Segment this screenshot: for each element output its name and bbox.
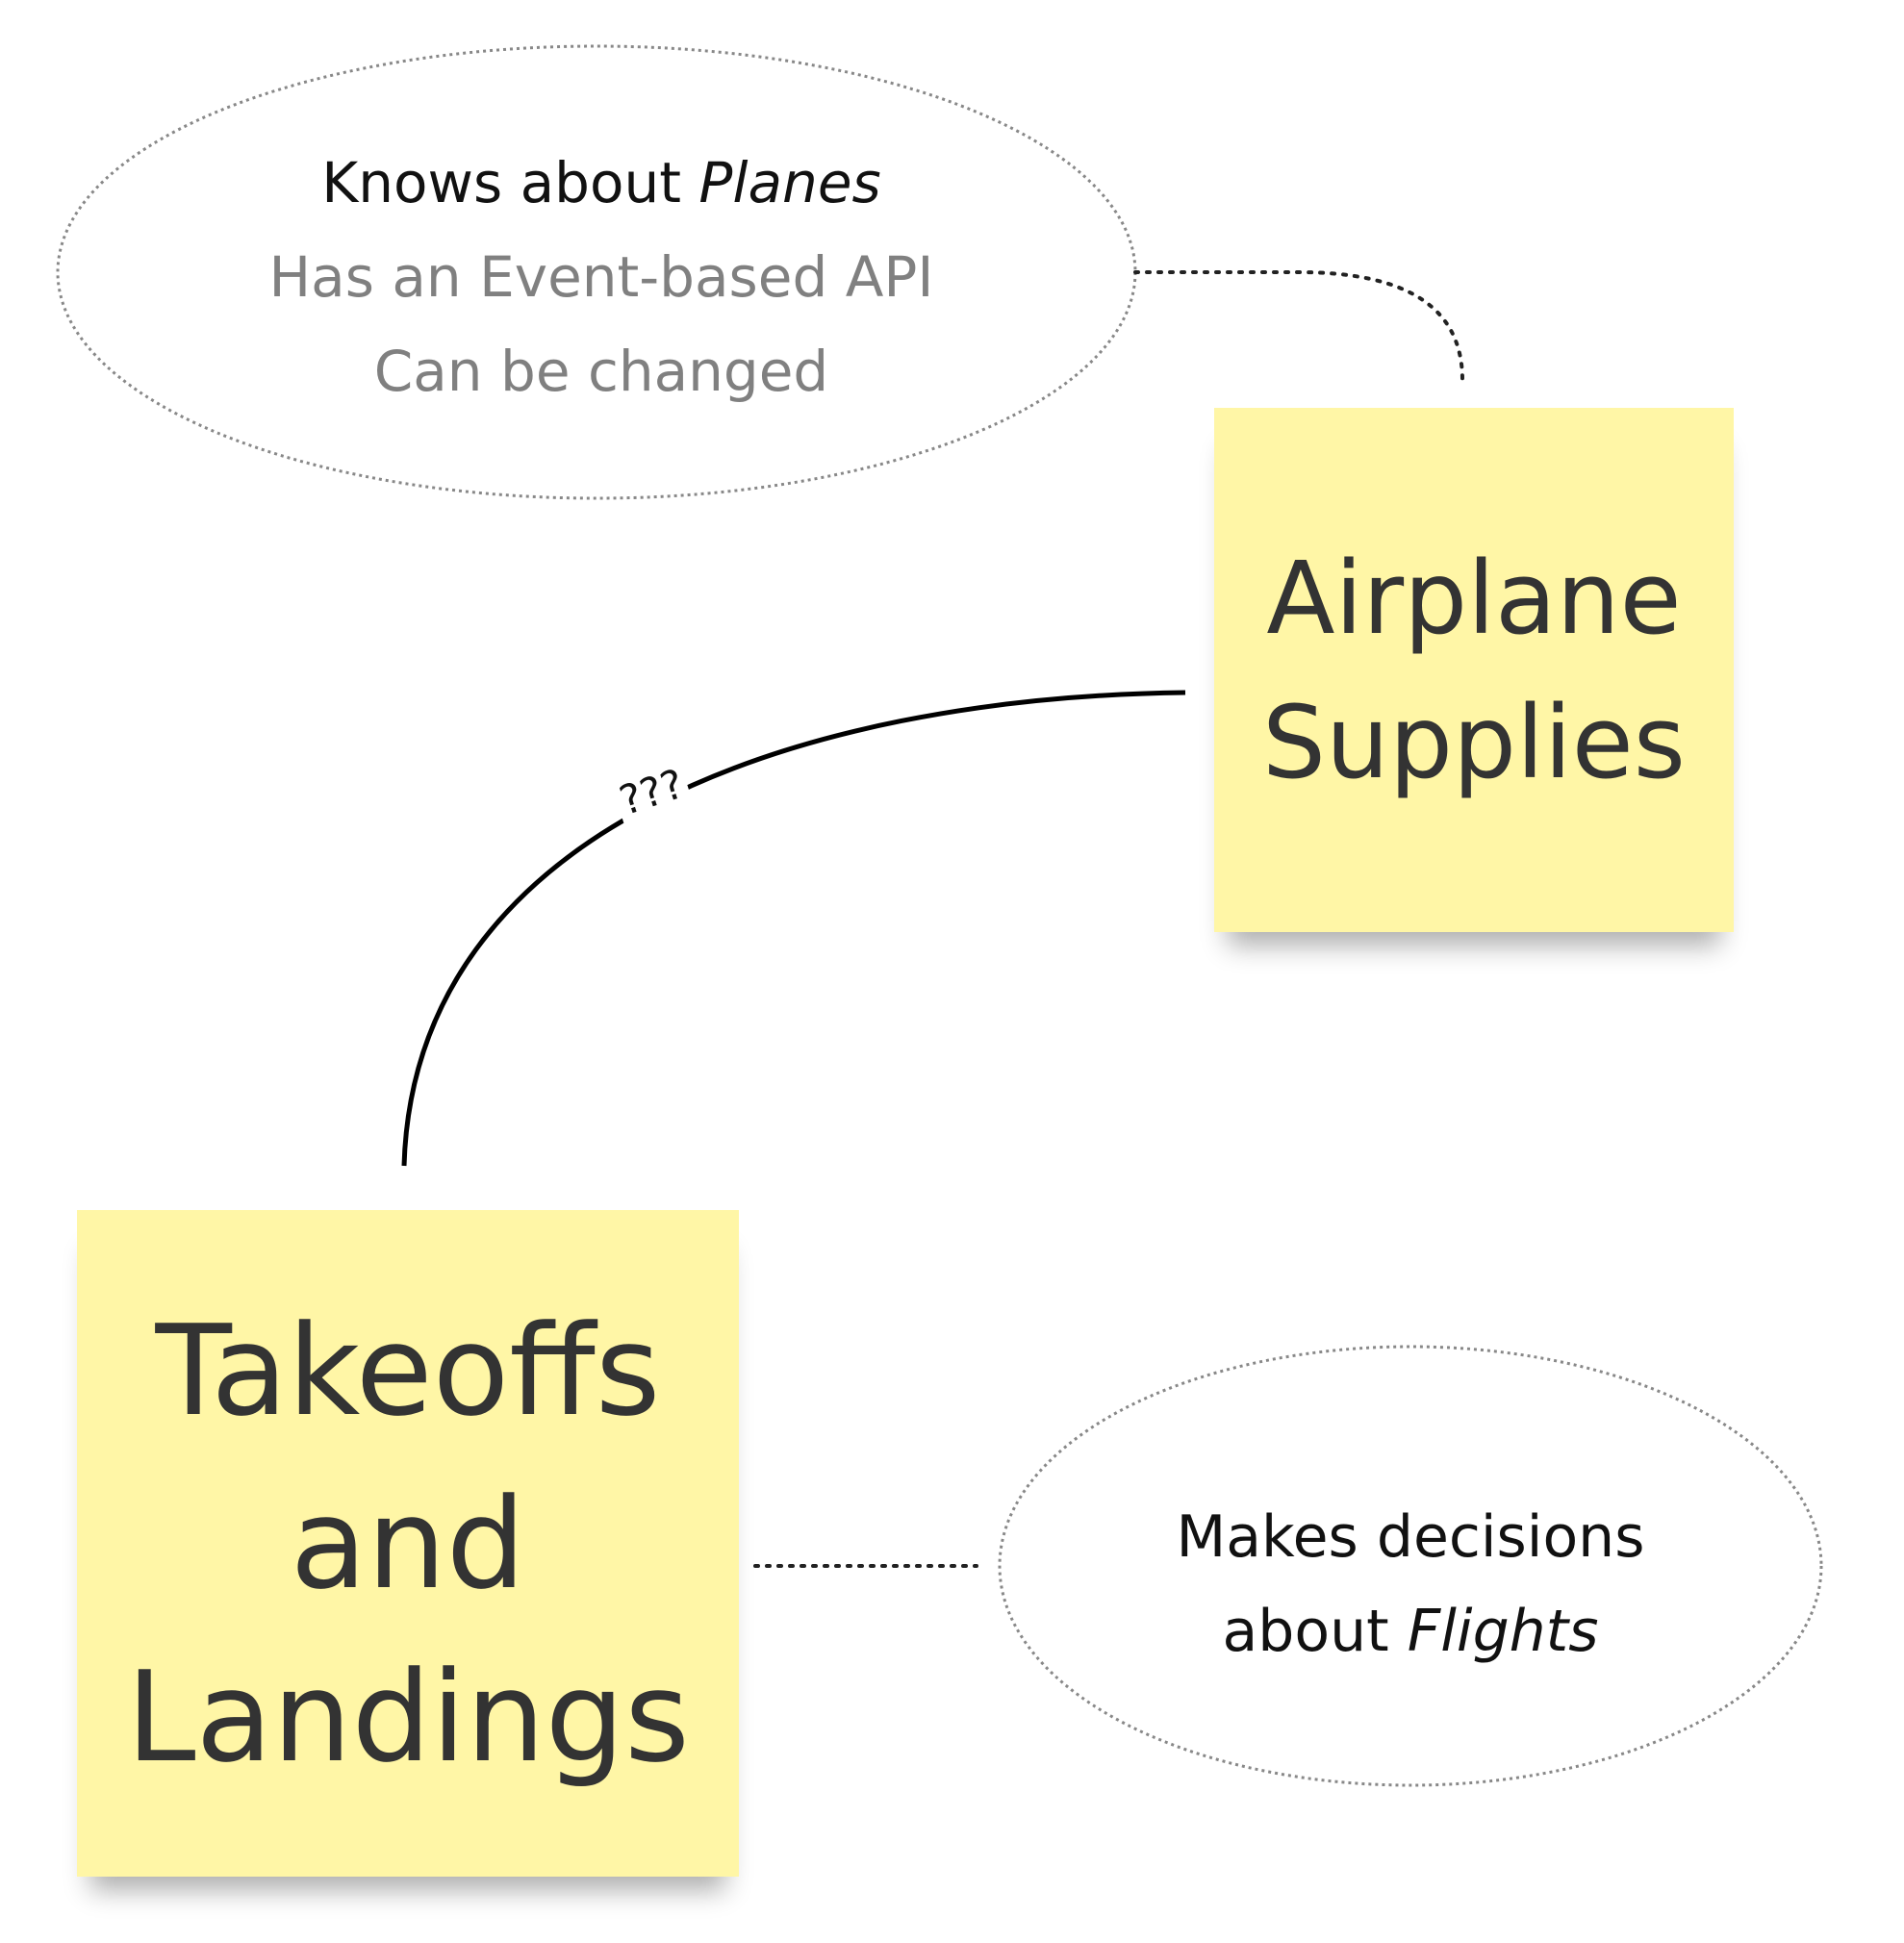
sticky-takeoffs-line1: Takeoffs xyxy=(155,1297,661,1444)
sticky-takeoffs-line3: Landings xyxy=(126,1643,690,1790)
bubble-flights-emphasis: Flights xyxy=(1407,1598,1599,1665)
bubble-planes-line2: Has an Event-based API xyxy=(268,243,934,310)
sticky-takeoffs-line2: and xyxy=(290,1470,526,1617)
sticky-airplane-line2: Supplies xyxy=(1262,683,1686,801)
sticky-airplane-line1: Airplane xyxy=(1266,539,1682,657)
sticky-note-airplane-supplies[interactable]: Airplane Supplies xyxy=(1214,408,1734,932)
bubble-flights: Makes decisions about Flights xyxy=(998,1364,1823,1804)
bubble-planes: Knows about Planes Has an Event-based AP… xyxy=(58,48,1145,505)
bubble-flights-line2-text: about xyxy=(1222,1598,1408,1665)
bubble-planes-line3: Can be changed xyxy=(373,338,829,404)
sticky-note-takeoffs-and-landings[interactable]: Takeoffs and Landings xyxy=(77,1210,739,1877)
dotted-link-planes xyxy=(1133,270,1464,382)
bubble-flights-line1: Makes decisions xyxy=(1176,1503,1645,1571)
bubble-flights-outline xyxy=(998,1345,1823,1787)
bubble-planes-emphasis: Planes xyxy=(698,149,881,215)
bubble-planes-line1-text: Knows about xyxy=(321,149,699,215)
bubble-planes-line1: Knows about Planes xyxy=(321,136,880,230)
bubble-flights-line2: about Flights xyxy=(1223,1584,1599,1678)
connector-line xyxy=(401,690,1186,1167)
